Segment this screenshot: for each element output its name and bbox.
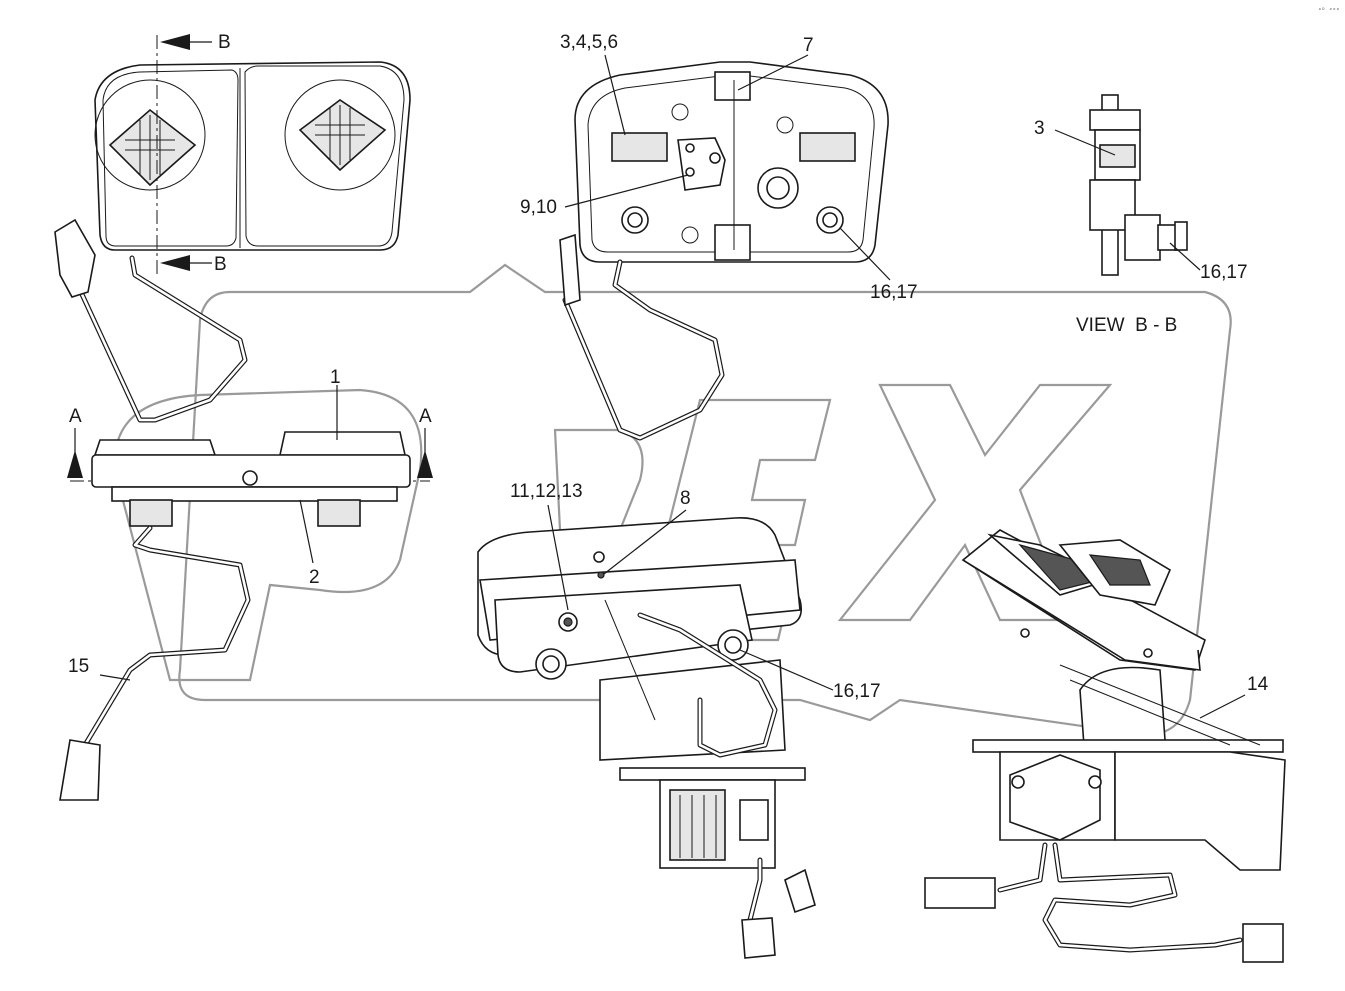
label-section-a-right: A bbox=[419, 406, 432, 427]
assembly-iso-view bbox=[924, 529, 1286, 963]
label-part-7: 7 bbox=[803, 35, 814, 56]
label-section-b-top: B bbox=[218, 32, 231, 53]
label-part-15: 15 bbox=[68, 656, 89, 677]
pedal-iso-view bbox=[477, 504, 834, 959]
pedal-front-view bbox=[54, 34, 411, 423]
label-part-16-17-rear: 16,17 bbox=[870, 282, 918, 303]
label-part-1: 1 bbox=[330, 367, 341, 388]
label-part-3-4-5-6: 3,4,5,6 bbox=[560, 32, 618, 53]
label-section-a-left: A bbox=[69, 406, 82, 427]
label-part-11-12-13: 11,12,13 bbox=[510, 481, 583, 502]
label-part-16-17-iso: 16,17 bbox=[833, 681, 881, 702]
view-title: VIEW B - B bbox=[1076, 315, 1177, 336]
label-part-2: 2 bbox=[309, 567, 320, 588]
labels: B B A A 1 2 15 3,4,5,6 7 9,10 16,17 3 16… bbox=[68, 7, 1340, 702]
pedal-side-view bbox=[59, 385, 433, 801]
corner-mark: ᵒᴰ ᵒᵒᵒ bbox=[1318, 7, 1340, 14]
label-part-8: 8 bbox=[680, 488, 691, 509]
view-b-b bbox=[1054, 94, 1201, 276]
label-section-b-bottom: B bbox=[214, 254, 227, 275]
pedal-rear-view bbox=[559, 54, 891, 441]
label-part-14: 14 bbox=[1247, 674, 1269, 695]
label-part-16-17-side: 16,17 bbox=[1200, 262, 1248, 283]
label-part-9-10: 9,10 bbox=[520, 197, 557, 218]
label-part-3-side: 3 bbox=[1034, 118, 1045, 139]
